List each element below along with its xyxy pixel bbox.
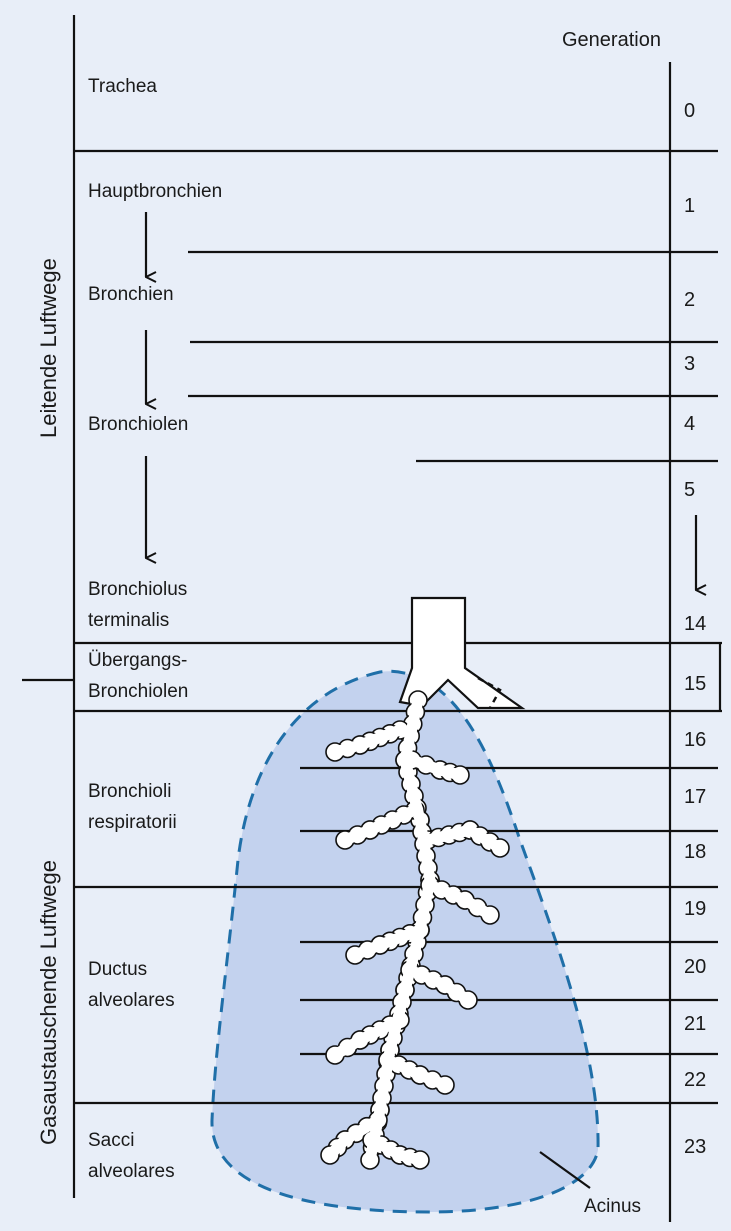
generation-number-17: 17 (684, 786, 706, 808)
generation-number-0: 0 (684, 100, 695, 122)
generation-number-3: 3 (684, 353, 695, 375)
zone-label-bronchiolen: Bronchiolen (88, 414, 188, 435)
generation-number-5: 5 (684, 479, 695, 501)
zone-label-trachea: Trachea (88, 76, 157, 97)
generation-header: Generation (562, 29, 661, 51)
generation-number-1: 1 (684, 195, 695, 217)
generation-number-18: 18 (684, 841, 706, 863)
generation-number-14: 14 (684, 613, 706, 635)
generation-number-16: 16 (684, 729, 706, 751)
zone-label-hauptbronchien: Hauptbronchien (88, 181, 222, 202)
zone-labels: TracheaHauptbronchienBronchienBronchiole… (88, 76, 222, 1182)
generation-number-19: 19 (684, 898, 706, 920)
flow-arrows (146, 212, 696, 590)
side-label-conducting: Leitende Luftwege (36, 258, 61, 438)
zone-label-bronchien: Bronchien (88, 284, 174, 305)
generation-number-20: 20 (684, 956, 706, 978)
generation-number-15: 15 (684, 673, 706, 695)
generation-number-22: 22 (684, 1069, 706, 1091)
zone-label-uebergangs-bronchiolen: Übergangs-Bronchiolen (88, 650, 188, 702)
side-label-gas-exchange: Gasaustauschende Luftwege (36, 860, 61, 1145)
generation-number-23: 23 (684, 1136, 706, 1158)
acinus-label: Acinus (584, 1196, 641, 1217)
generation-number-2: 2 (684, 289, 695, 311)
generation-number-21: 21 (684, 1013, 706, 1035)
generation-number-4: 4 (684, 413, 695, 435)
